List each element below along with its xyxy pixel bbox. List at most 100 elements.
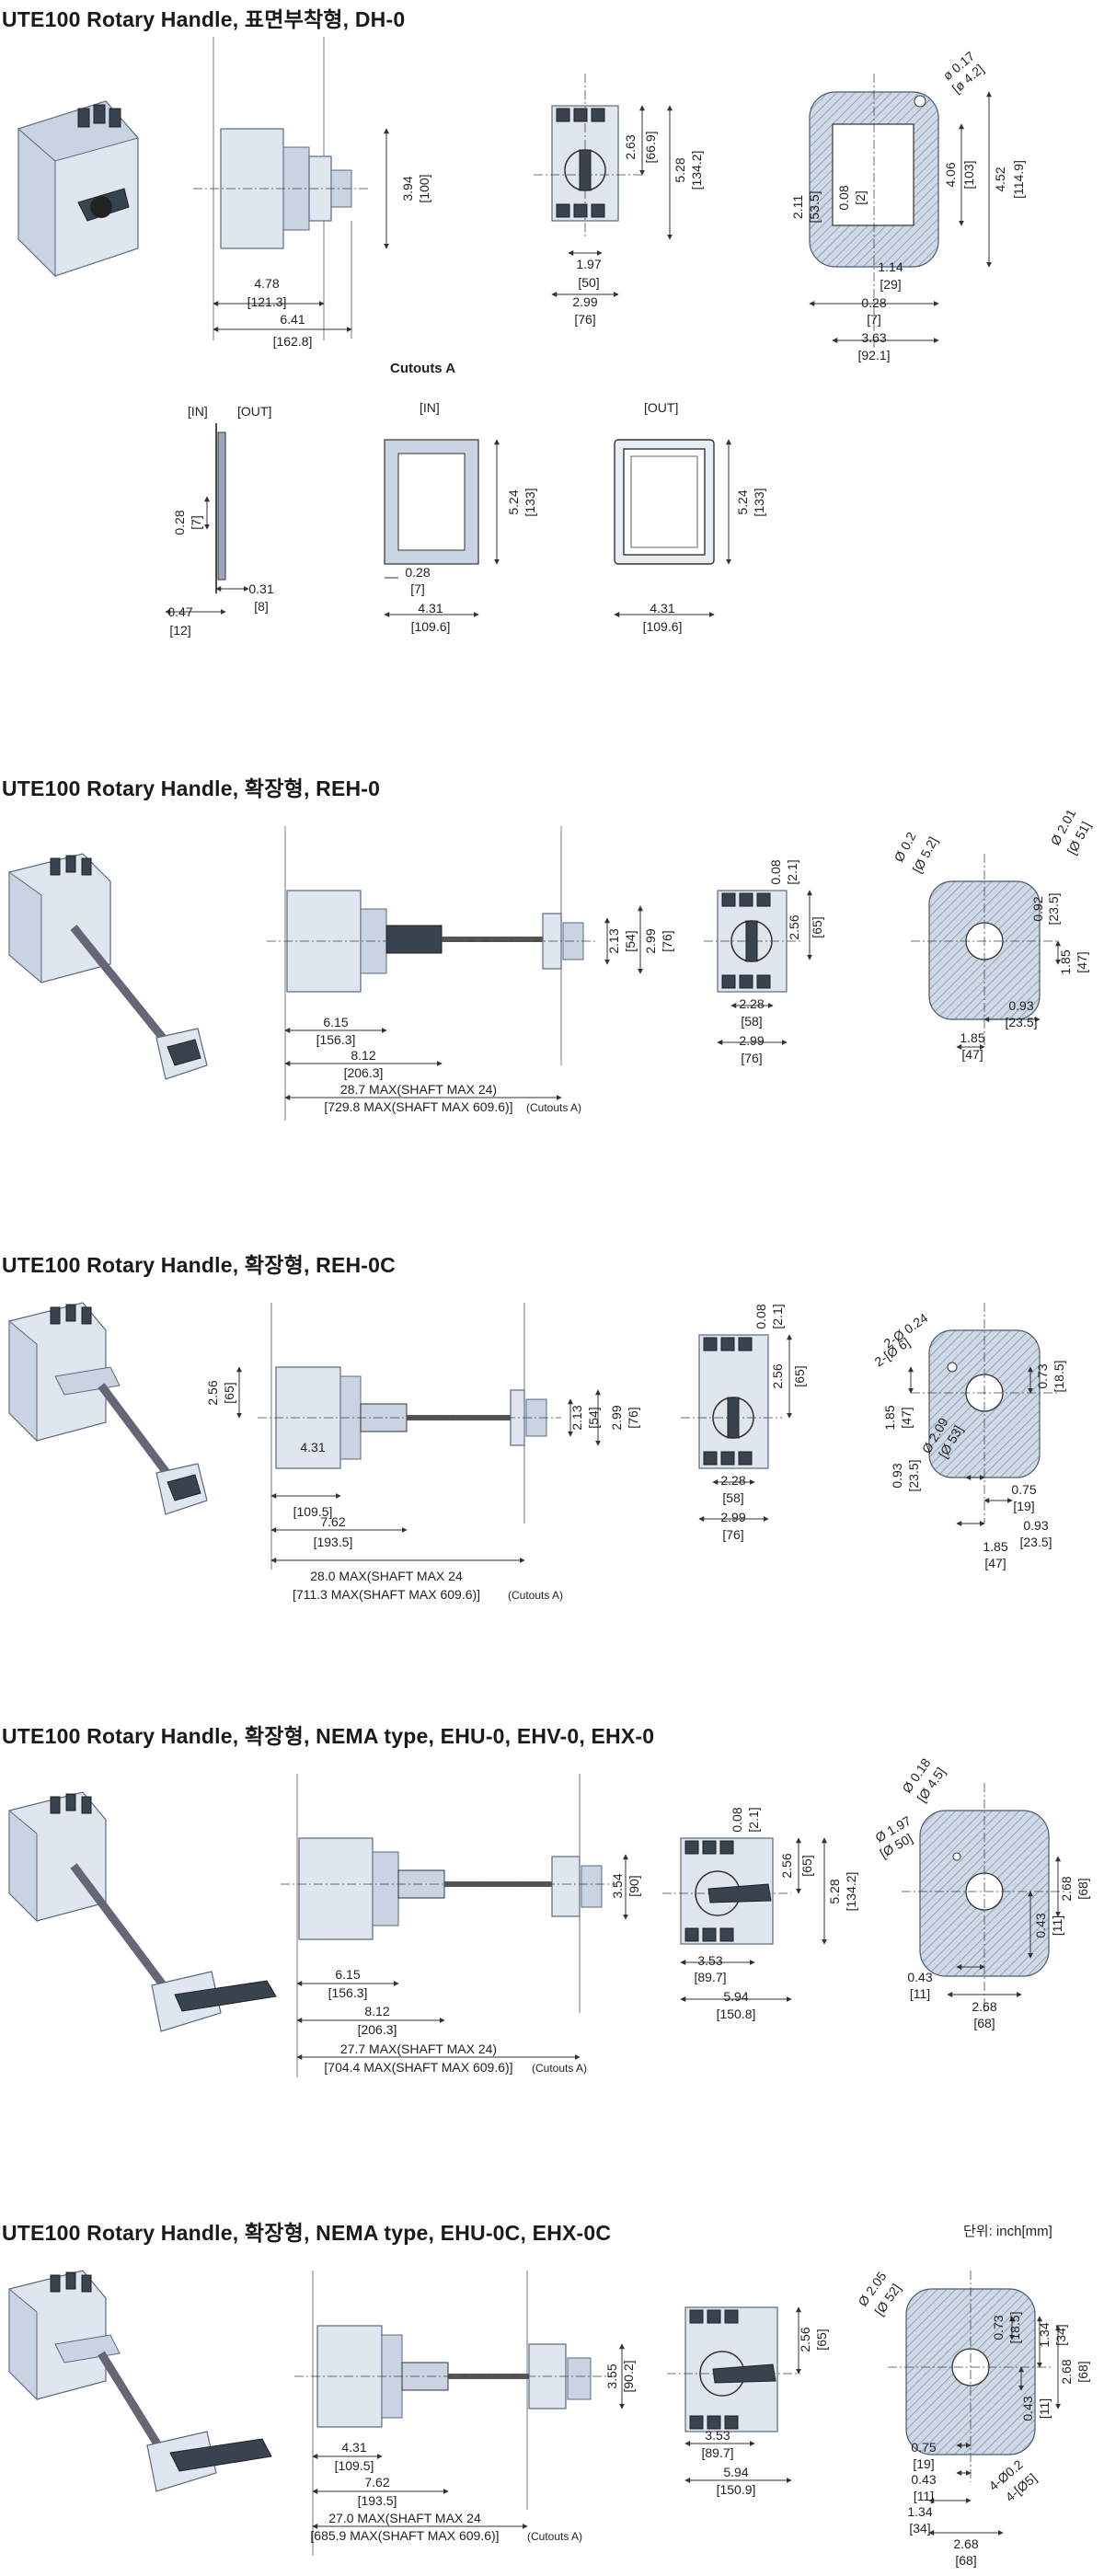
section-ehu0: UTE100 Rotary Handle, 확장형, NEMA type, EH… bbox=[0, 1719, 1104, 2123]
dim-label: [68] bbox=[1075, 2361, 1090, 2382]
ehu0c-panel-cutout bbox=[888, 2271, 1061, 2536]
dim-label: 0.08 bbox=[753, 1304, 768, 1328]
dim-label: 5.94 bbox=[723, 2465, 748, 2479]
dim-label: 2.99 bbox=[609, 1405, 624, 1430]
dim-label: 2.28 bbox=[720, 1473, 745, 1488]
dim-label: [103] bbox=[961, 160, 976, 189]
dim-label: [100] bbox=[417, 174, 431, 202]
dim-label: [8] bbox=[254, 599, 269, 614]
dim-label: 3.53 bbox=[705, 2428, 730, 2443]
dim-label: 7.62 bbox=[320, 1514, 345, 1529]
cutout-label-out: [OUT] bbox=[237, 404, 271, 419]
dim-label: 5.28 bbox=[673, 157, 687, 182]
dim-label: [68] bbox=[955, 2553, 976, 2568]
dim-label: [109.6] bbox=[411, 619, 451, 634]
dim-label: [54] bbox=[586, 1407, 601, 1428]
dim-label: 4.31 bbox=[300, 1440, 325, 1455]
dim-label: 2.28 bbox=[739, 996, 764, 1011]
cutouts-drawings: [IN] [OUT] 0.28 [7] 0.31 [8] 0.47 [12] [… bbox=[165, 400, 766, 638]
dim-label: [23.5] bbox=[1005, 1015, 1037, 1029]
ehu0-side-view bbox=[281, 1774, 628, 2077]
cutouts-note: (Cutouts A) bbox=[527, 2530, 582, 2543]
dim-label: [23.5] bbox=[1046, 892, 1061, 925]
ehu0-front-view bbox=[662, 1837, 827, 2002]
dim-label: [76] bbox=[626, 1407, 640, 1428]
dh0-front-view bbox=[534, 74, 673, 297]
dim-label: 1.85 bbox=[983, 1539, 1007, 1554]
reh0c-panel-cutout bbox=[908, 1303, 1058, 1526]
dim-label: 4.31 bbox=[418, 601, 443, 615]
dim-label: 1.97 bbox=[576, 257, 601, 271]
breaker-nema-c-illustration bbox=[8, 2270, 272, 2492]
dim-label: [34] bbox=[909, 2521, 930, 2536]
dim-label: [47] bbox=[899, 1407, 914, 1428]
breaker-extended-illustration bbox=[8, 853, 208, 1080]
dim-label: [206.3] bbox=[344, 1065, 384, 1080]
dim-label: [47] bbox=[1075, 951, 1089, 972]
dim-label: [23.5] bbox=[906, 1459, 921, 1491]
reh0-panel-cutout bbox=[911, 854, 1061, 1050]
dim-label: 1.85 bbox=[1058, 949, 1073, 974]
dim-label: [11] bbox=[910, 1986, 930, 2001]
section-ehu0c: UTE100 Rotary Handle, 확장형, NEMA type, EH… bbox=[0, 2215, 1104, 2576]
dim-label: [704.4 MAX(SHAFT MAX 609.6)] bbox=[324, 2060, 512, 2075]
dim-label: [50] bbox=[578, 275, 599, 290]
dim-label: 0.92 bbox=[1030, 896, 1045, 921]
dim-label: [76] bbox=[722, 1527, 743, 1542]
dim-label: 2.99 bbox=[572, 294, 597, 309]
reh0-front-view bbox=[704, 890, 812, 1045]
dim-label: 2.13 bbox=[569, 1405, 584, 1430]
dim-label: [65] bbox=[799, 1855, 814, 1876]
dim-label: [114.9] bbox=[1011, 160, 1026, 199]
dim-label: 27.7 MAX(SHAFT MAX 24) bbox=[340, 2041, 497, 2056]
dim-label: [68] bbox=[973, 2016, 995, 2030]
ehu0c-side-view bbox=[294, 2271, 625, 2556]
dim-label: 28.0 MAX(SHAFT MAX 24 bbox=[310, 1569, 463, 1583]
dim-label: 0.31 bbox=[248, 581, 273, 596]
dim-label: 0.08 bbox=[836, 185, 851, 210]
section-title: UTE100 Rotary Handle, 확장형, REH-0 bbox=[2, 776, 381, 800]
dim-label: [47] bbox=[984, 1556, 1006, 1570]
dim-label: [68] bbox=[1075, 1878, 1090, 1899]
dim-label: [711.3 MAX(SHAFT MAX 609.6)] bbox=[293, 1587, 480, 1602]
dim-label: [133] bbox=[523, 488, 537, 516]
dim-label: 0.75 bbox=[911, 2440, 936, 2455]
dim-label: 2.56 bbox=[779, 1853, 794, 1878]
dh0-drawings: 4.78 [121.3] 6.41 [162.8] 3.94 [100] 2.6… bbox=[17, 37, 1026, 362]
dim-label: 5.94 bbox=[723, 1989, 748, 2004]
unit-note: 단위: inch[mm] bbox=[963, 2224, 1052, 2239]
dim-label: 0.73 bbox=[1035, 1363, 1050, 1388]
ehu0-drawings: 3.54 [90] 6.15 [156.3] 8.12 [206.3] 27.7… bbox=[8, 1755, 1090, 2077]
dim-label: [65] bbox=[810, 916, 824, 937]
cutout-in-label: [IN] bbox=[420, 400, 440, 415]
dim-label: 0.43 bbox=[1020, 2396, 1035, 2421]
dim-label: [109.6] bbox=[643, 619, 683, 634]
dh0-panel-cutout bbox=[809, 74, 992, 350]
dim-label: 4.31 bbox=[341, 2440, 366, 2455]
dim-label: 5.28 bbox=[827, 1879, 842, 1903]
dim-label: [11] bbox=[1037, 2398, 1052, 2419]
dim-label: 8.12 bbox=[351, 1048, 375, 1063]
dim-label: [156.3] bbox=[316, 1032, 356, 1047]
dim-label: 2.56 bbox=[205, 1380, 220, 1405]
dim-label: [7] bbox=[410, 581, 425, 596]
breaker-extended-c-illustration bbox=[8, 1302, 208, 1515]
dim-label: 3.54 bbox=[610, 1873, 625, 1898]
dim-label: 5.24 bbox=[735, 489, 750, 514]
reh0-drawings: 2.13 [54] 2.99 [76] 6.15 [156.3] 8.12 [2… bbox=[8, 807, 1094, 1121]
dim-label: 2.99 bbox=[643, 928, 658, 953]
dim-label: 2.68 bbox=[953, 2536, 978, 2551]
cutout-profile bbox=[165, 423, 249, 615]
dim-label: 2.63 bbox=[623, 134, 638, 159]
dim-label: [193.5] bbox=[314, 1535, 353, 1549]
dim-label: 0.08 bbox=[768, 859, 783, 884]
dim-label: [7] bbox=[189, 515, 203, 530]
dim-label: 2.99 bbox=[739, 1033, 764, 1048]
section-title: UTE100 Rotary Handle, 확장형, REH-0C bbox=[2, 1253, 396, 1277]
cutout-in-view bbox=[384, 439, 500, 617]
dim-label: [90] bbox=[627, 1875, 641, 1896]
ehu0c-drawings: 3.55 [90.2] 4.31 [109.5] 7.62 [193.5] 27… bbox=[8, 2269, 1090, 2568]
section-title: UTE100 Rotary Handle, 확장형, NEMA type, EH… bbox=[2, 1724, 655, 1748]
dim-label: [150.9] bbox=[717, 2482, 756, 2497]
dim-label: 6.15 bbox=[323, 1015, 348, 1029]
